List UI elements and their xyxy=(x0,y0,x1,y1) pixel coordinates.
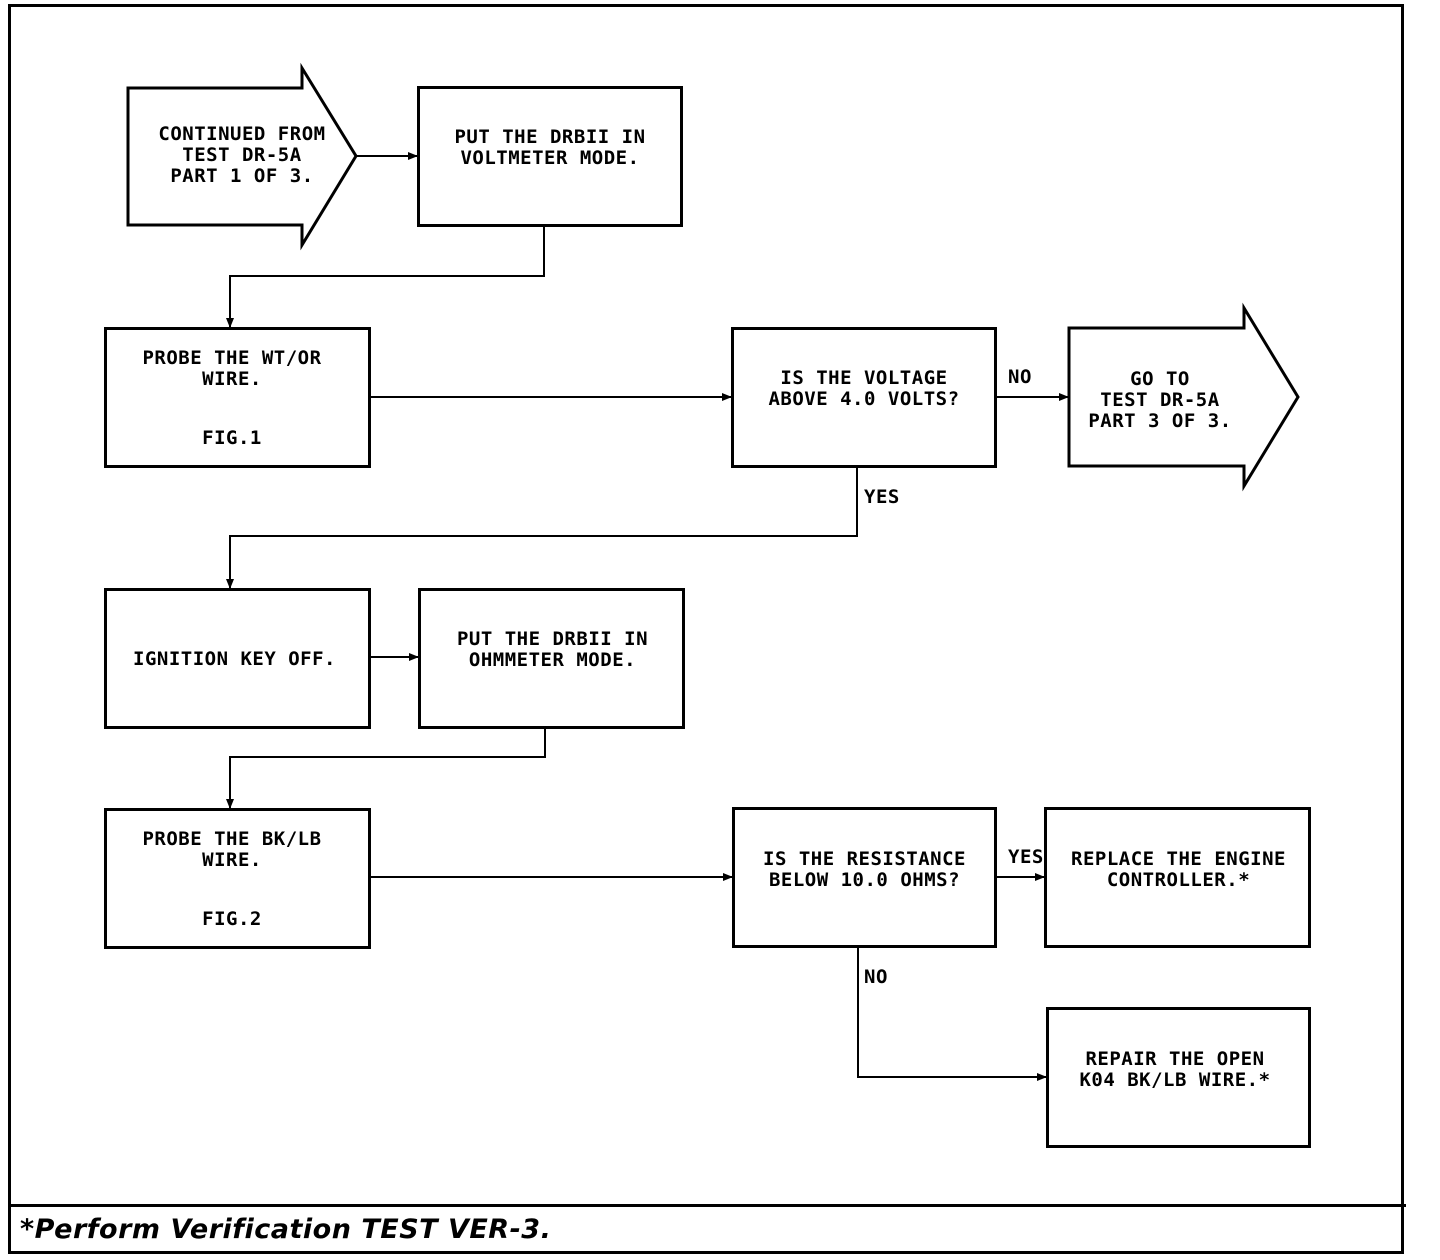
ignition-off-text: IGNITION KEY OFF. xyxy=(133,648,336,670)
go-to-part3-text: GO TO TEST DR-5A PART 3 OF 3. xyxy=(1088,368,1232,432)
ohmmeter-mode-text: PUT THE DRBII IN OHMMETER MODE. xyxy=(456,628,649,671)
repair-open-wire-text: REPAIR THE OPEN K04 BK/LB WIRE.* xyxy=(1079,1048,1271,1091)
replace-controller-text: REPLACE THE ENGINE CONTROLLER.* xyxy=(1071,848,1286,891)
resistance-question-box: IS THE RESISTANCE BELOW 10.0 OHMS? xyxy=(732,807,997,948)
voltage-yes-label: YES xyxy=(864,486,900,508)
probe-bk-lb-fig: FIG.2 xyxy=(202,908,262,930)
voltage-no-label: NO xyxy=(1008,366,1032,388)
connector-ohmmeter-to-probe-bk xyxy=(226,728,546,809)
start-arrow-shape xyxy=(126,62,358,251)
connector-voltmeter-to-probe-wt xyxy=(226,226,545,328)
probe-wt-or-box: PROBE THE WT/OR WIRE. FIG.1 xyxy=(104,327,371,468)
replace-controller-box: REPLACE THE ENGINE CONTROLLER.* xyxy=(1044,807,1311,948)
voltage-question-box: IS THE VOLTAGE ABOVE 4.0 VOLTS? xyxy=(731,327,997,468)
connector-voltage-yes xyxy=(226,467,858,589)
probe-bk-lb-text: PROBE THE BK/LB WIRE. xyxy=(142,828,322,871)
repair-open-wire-box: REPAIR THE OPEN K04 BK/LB WIRE.* xyxy=(1046,1007,1311,1148)
connector-resistance-no xyxy=(857,947,1047,1081)
diagram-frame xyxy=(8,4,1404,1254)
resistance-yes-label: YES xyxy=(1008,846,1044,868)
probe-wt-or-text: PROBE THE WT/OR WIRE. xyxy=(142,347,322,390)
continued-from-text: CONTINUED FROM TEST DR-5A PART 1 OF 3. xyxy=(158,123,326,187)
voltmeter-mode-box: PUT THE DRBII IN VOLTMETER MODE. xyxy=(417,86,683,227)
ohmmeter-mode-box: PUT THE DRBII IN OHMMETER MODE. xyxy=(418,588,685,729)
resistance-no-label: NO xyxy=(864,966,888,988)
ignition-off-box: IGNITION KEY OFF. xyxy=(104,588,371,729)
footer-note: *Perform Verification TEST VER-3. xyxy=(20,1214,552,1245)
goto-arrow-shape xyxy=(1067,302,1300,492)
voltage-question-text: IS THE VOLTAGE ABOVE 4.0 VOLTS? xyxy=(768,367,960,410)
resistance-question-text: IS THE RESISTANCE BELOW 10.0 OHMS? xyxy=(763,848,966,891)
footer-divider xyxy=(8,1204,1406,1207)
voltmeter-mode-text: PUT THE DRBII IN VOLTMETER MODE. xyxy=(454,126,646,169)
probe-bk-lb-box: PROBE THE BK/LB WIRE. FIG.2 xyxy=(104,808,371,949)
probe-wt-or-fig: FIG.1 xyxy=(202,427,262,449)
